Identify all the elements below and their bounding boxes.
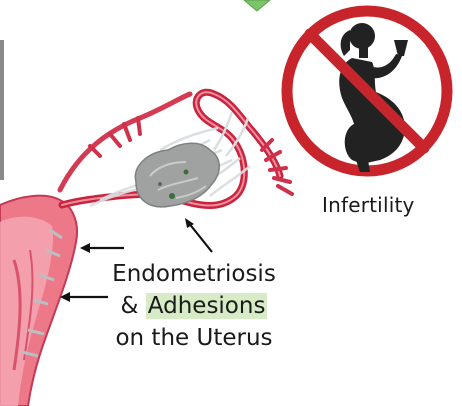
caption-line-3: on the Uterus <box>96 322 292 354</box>
uterus-illustration <box>0 92 292 406</box>
caption: Endometriosis & Adhesions on the Uterus <box>96 258 292 354</box>
caption-highlight: Adhesions <box>146 293 268 319</box>
arrow-to-lesion <box>185 218 212 252</box>
caption-line-1: Endometriosis <box>96 258 292 290</box>
infertility-label: Infertility <box>322 193 415 217</box>
arrow-to-adhesion-upper <box>80 243 124 253</box>
green-arrow-icon <box>244 0 270 11</box>
left-panel-edge <box>0 40 4 180</box>
caption-line-2: & Adhesions <box>96 290 292 322</box>
caption-ampersand: & <box>121 293 139 319</box>
no-pregnancy-sign-icon <box>287 11 447 172</box>
